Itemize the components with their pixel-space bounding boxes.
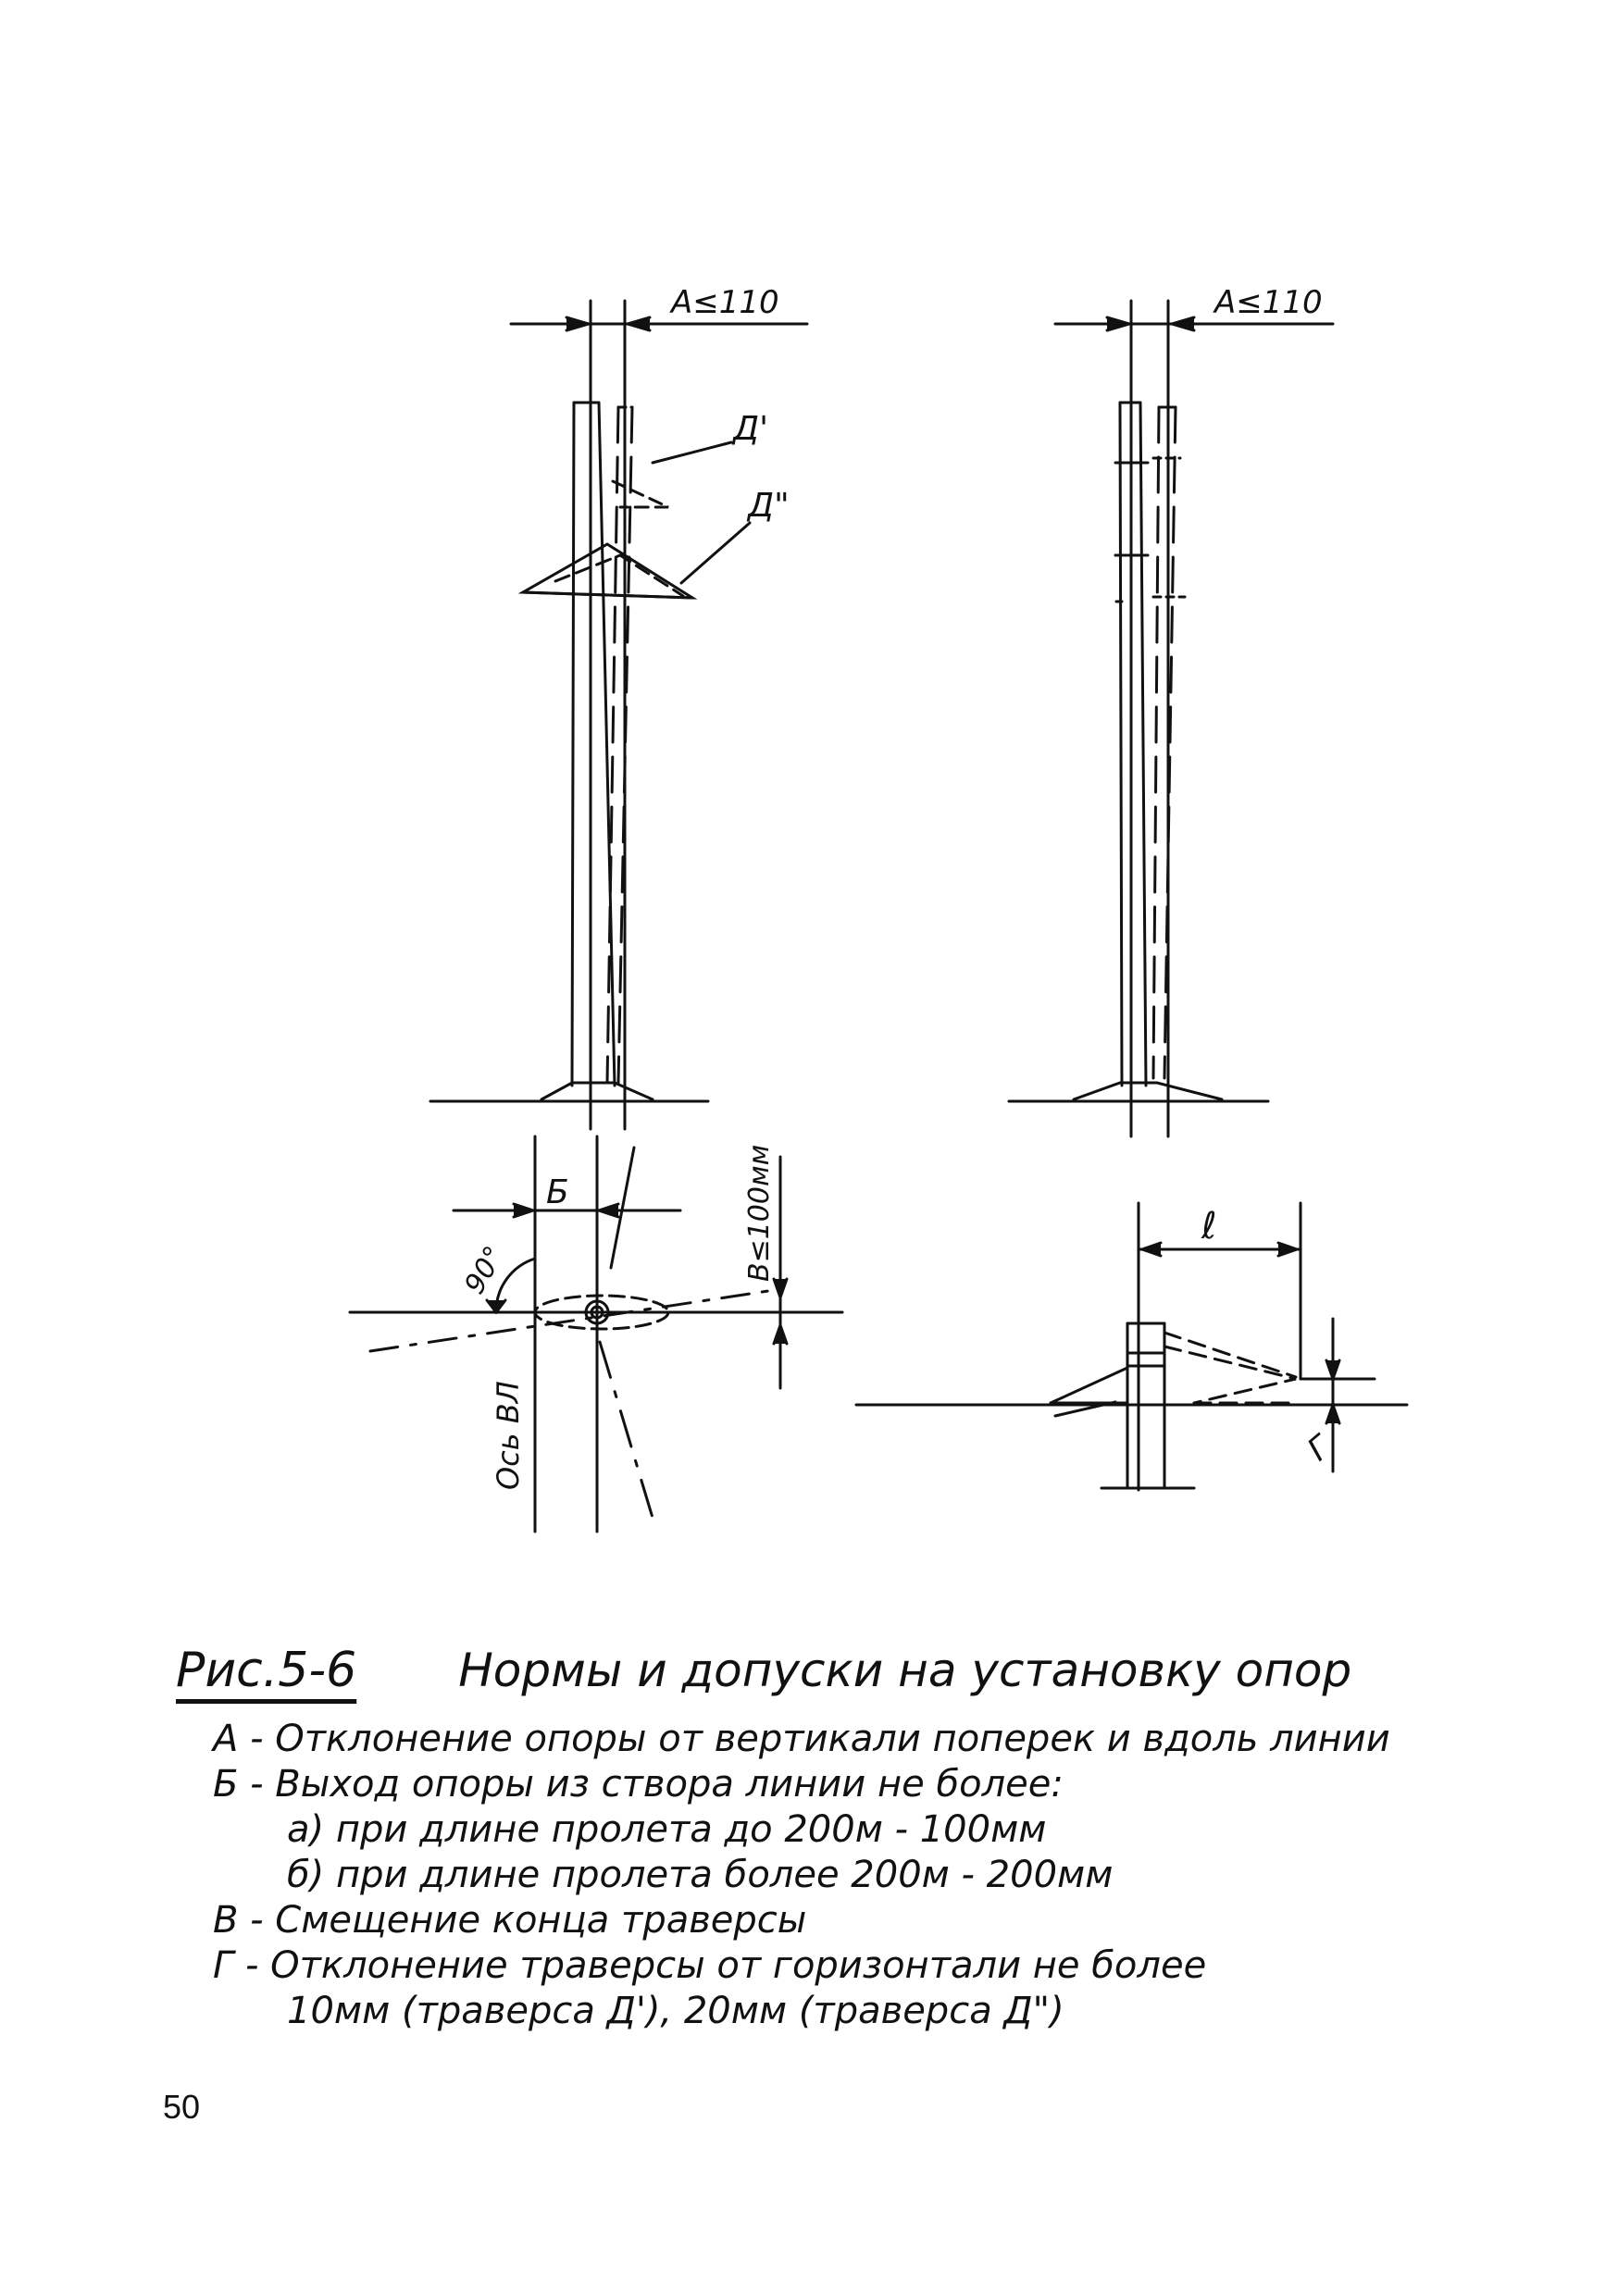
offset-label: Б bbox=[546, 1173, 569, 1211]
right-pole-view bbox=[1007, 299, 1335, 1138]
right-dim-label: A≤110 bbox=[1213, 284, 1323, 321]
figure-number: Рис.5-6 bbox=[176, 1643, 357, 1698]
legend-line: Б - Выход опоры из створа линии не более… bbox=[213, 1763, 1064, 1806]
crossarm-top-label: Д' bbox=[731, 410, 768, 448]
left-dim-label: A≤110 bbox=[669, 284, 779, 321]
page-number: 50 bbox=[163, 2088, 201, 2126]
figure-legend: А - Отклонение опоры от вертикали попере… bbox=[176, 1717, 1472, 2034]
crossarm-tilt-view bbox=[854, 1201, 1409, 1492]
angle-label: 90° bbox=[458, 1241, 511, 1300]
figure-title: Нормы и допуски на установку опор bbox=[458, 1644, 1352, 1697]
left-pole-view bbox=[429, 299, 809, 1131]
legend-line: 10мм (траверса Д'), 20мм (траверса Д") bbox=[287, 1990, 1064, 2032]
legend-line: В - Смещение конца траверсы bbox=[213, 1899, 807, 1942]
legend-line: а) при длине пролета до 200м - 100мм bbox=[287, 1808, 1047, 1851]
legend-line: А - Отклонение опоры от вертикали попере… bbox=[213, 1718, 1390, 1760]
crossarm-bottom-label: Д" bbox=[746, 487, 790, 525]
shift-label: В≤100мм bbox=[743, 1145, 776, 1282]
axis-label: Ось ВЛ bbox=[491, 1381, 526, 1490]
plan-view bbox=[348, 1135, 844, 1533]
length-label: ℓ bbox=[1201, 1205, 1217, 1247]
legend-line: Г - Отклонение траверсы от горизонтали н… bbox=[213, 1944, 1207, 1987]
figure-caption: Рис.5-6 Нормы и допуски на установку опо… bbox=[176, 1643, 1472, 2034]
legend-line: б) при длине пролета более 200м - 200мм bbox=[287, 1854, 1114, 1896]
technical-drawing: A≤110 Д' Д" A≤110 Б 90° В≤100мм Ось ВЛ ℓ… bbox=[348, 284, 1409, 1533]
